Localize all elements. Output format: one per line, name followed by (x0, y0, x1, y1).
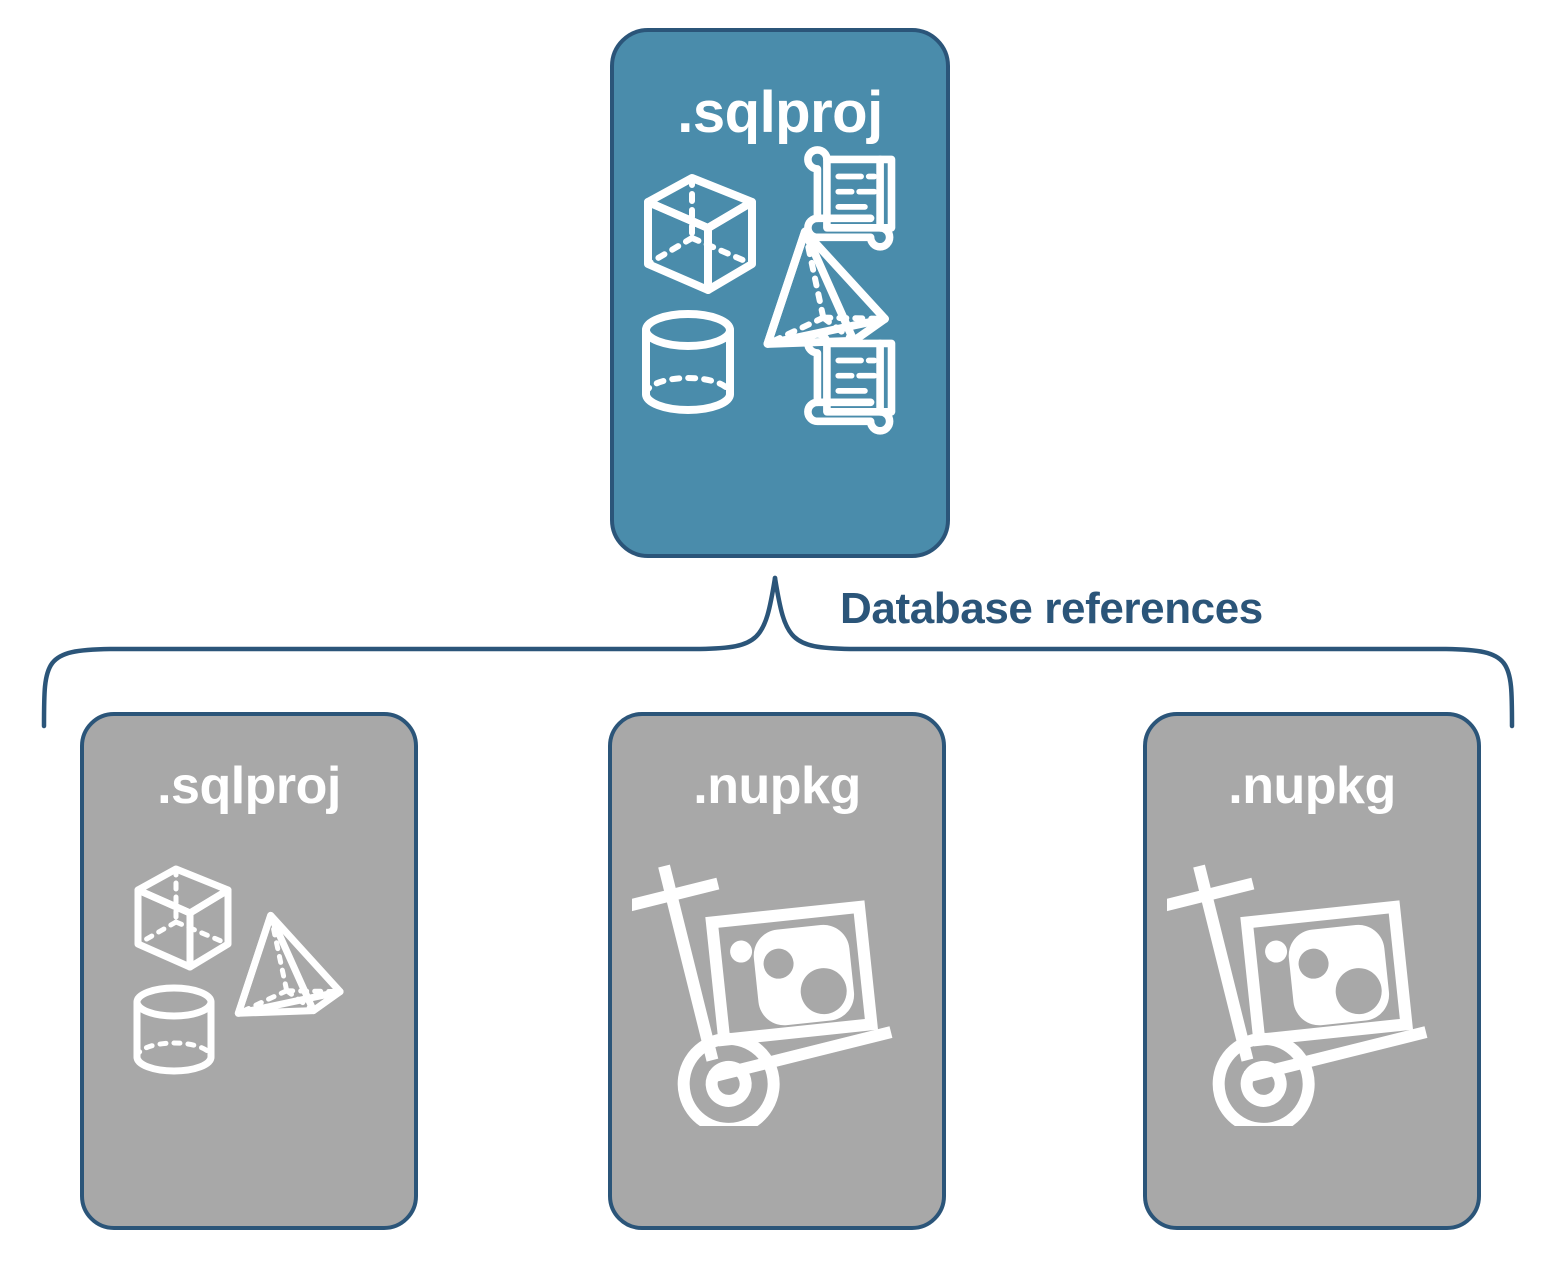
pyramid-icon (234, 911, 344, 1017)
brace-label: Database references (840, 584, 1263, 633)
scroll-icon (804, 146, 896, 251)
cube-icon (644, 174, 756, 294)
node-child-nupkg-2-artwork (1147, 812, 1477, 1226)
node-root-label: .sqlproj (677, 80, 883, 145)
node-child-nupkg-2-label: .nupkg (1228, 757, 1396, 815)
handtruck-wheel (677, 1032, 780, 1126)
cube-icon (134, 865, 232, 971)
nuget-logo (1265, 924, 1390, 1026)
node-child-nupkg-2[interactable]: .nupkg (1143, 712, 1481, 1230)
shapes-icon-group (133, 865, 344, 1075)
node-child-sqlproj-label: .sqlproj (157, 757, 341, 815)
nuget-package-handtruck-icon (1167, 864, 1428, 1126)
node-root-sqlproj[interactable]: .sqlproj (610, 28, 950, 558)
nuget-package-handtruck-icon (632, 864, 893, 1126)
node-child-sqlproj[interactable]: .sqlproj (80, 712, 418, 1230)
node-child-nupkg-1-label: .nupkg (693, 757, 861, 815)
brace-left-arm (41, 575, 778, 729)
node-child-sqlproj-artwork (84, 812, 414, 1226)
nuget-logo (730, 924, 855, 1026)
handtruck-wheel (1212, 1032, 1315, 1126)
cylinder-icon (642, 310, 734, 414)
cylinder-icon (133, 984, 215, 1075)
node-child-nupkg-1-artwork (612, 812, 942, 1226)
root-icon-group (642, 146, 896, 435)
node-child-nupkg-1[interactable]: .nupkg (608, 712, 946, 1230)
node-root-artwork (614, 142, 946, 554)
scroll-icon (804, 330, 896, 435)
pyramid-icon (763, 227, 889, 348)
